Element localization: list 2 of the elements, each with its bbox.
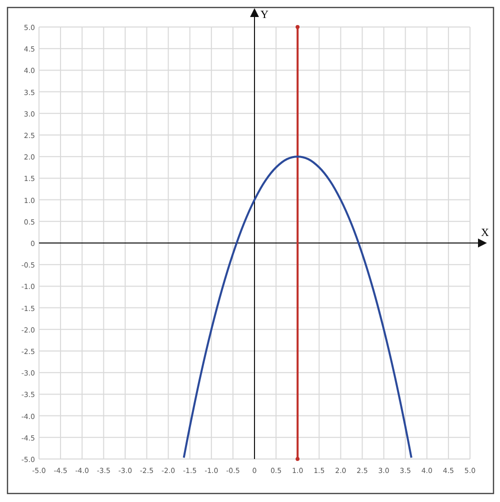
axis-title: Y — [260, 9, 268, 21]
axis-title: X — [481, 227, 489, 239]
